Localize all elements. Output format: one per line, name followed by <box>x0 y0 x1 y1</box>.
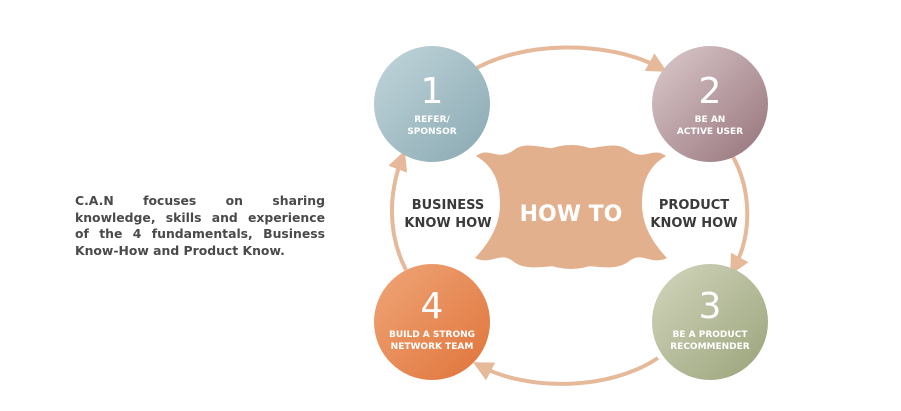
product-line1: PRODUCT <box>659 198 729 213</box>
step-2-line1: BE AN <box>695 115 726 125</box>
business-line2: KNOW HOW <box>404 216 491 231</box>
step-3-circle: 3 BE A PRODUCT RECOMMENDER <box>652 264 768 380</box>
step-2-line2: ACTIVE USER <box>677 127 743 137</box>
arrow-4-to-1 <box>388 150 408 271</box>
step-4-line2: NETWORK TEAM <box>391 342 474 352</box>
cycle-arrows <box>388 45 750 386</box>
arrow-3-to-4 <box>472 356 660 386</box>
step-4-number: 4 <box>421 286 444 327</box>
product-line2: KNOW HOW <box>650 216 737 231</box>
step-3-line1: BE A PRODUCT <box>673 330 749 340</box>
step-4-circle: 4 BUILD A STRONG NETWORK TEAM <box>374 264 490 380</box>
step-1-line2: SPONSOR <box>407 127 456 137</box>
step-2-number: 2 <box>699 71 722 112</box>
step-3-number: 3 <box>699 286 722 327</box>
step-1-circle: 1 REFER/ SPONSOR <box>374 46 490 162</box>
step-1-number: 1 <box>421 71 444 112</box>
business-know-how-label: BUSINESS KNOW HOW <box>404 198 491 231</box>
step-4-line1: BUILD A STRONG <box>389 330 475 340</box>
center-shape: HOW TO <box>475 145 667 269</box>
product-know-how-label: PRODUCT KNOW HOW <box>650 198 737 231</box>
step-3-line2: RECOMMENDER <box>670 342 750 352</box>
arrow-2-to-3 <box>730 154 750 276</box>
intro-text: C.A.N focuses on sharing knowledge, skil… <box>75 193 325 258</box>
business-line1: BUSINESS <box>412 198 485 213</box>
step-2-circle: 2 BE AN ACTIVE USER <box>652 46 768 162</box>
step-1-line1: REFER/ <box>414 115 450 125</box>
arrow-1-to-2 <box>468 45 667 74</box>
center-label: HOW TO <box>520 202 623 227</box>
